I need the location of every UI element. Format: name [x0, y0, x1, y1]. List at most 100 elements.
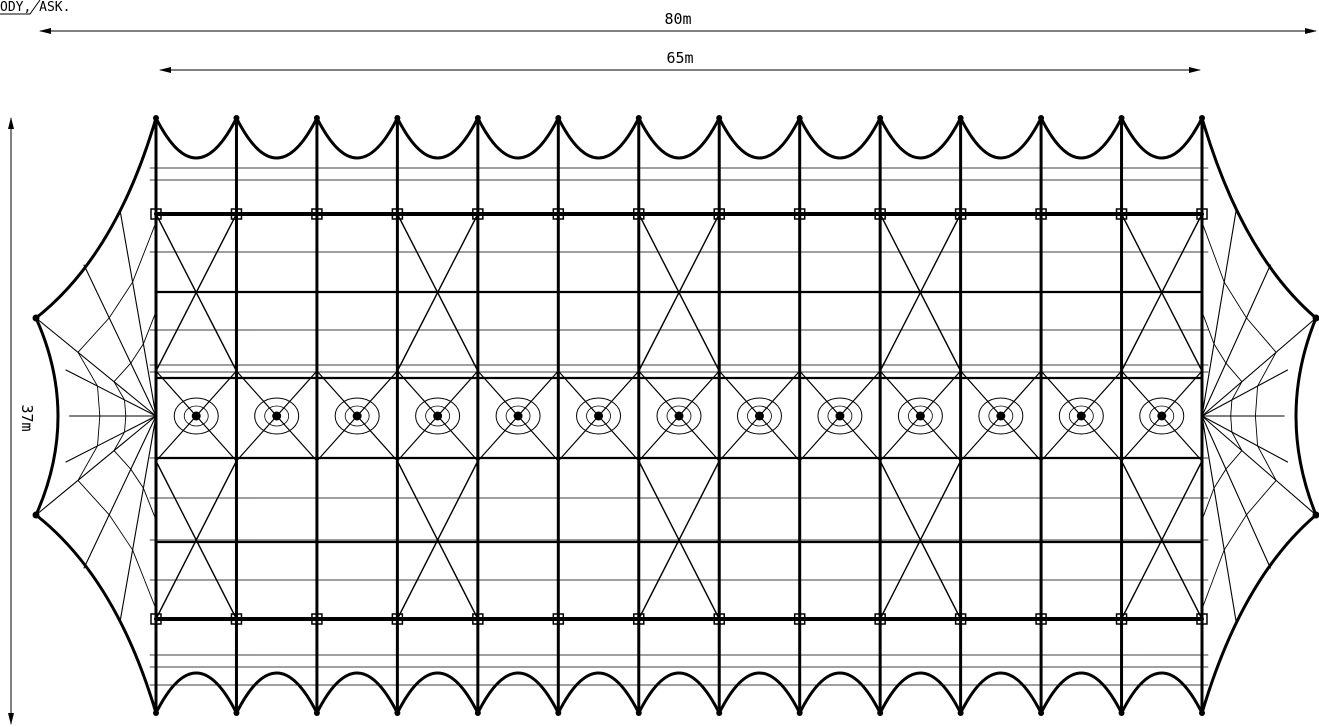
column-base-plate [793, 208, 806, 220]
membrane-scallop-top [717, 117, 802, 160]
column-base-plate [874, 208, 886, 220]
membrane-scallop-bottom [717, 671, 802, 714]
ridge-ring-inner [344, 405, 370, 427]
cross-brace [1120, 213, 1203, 372]
cross-brace [1120, 460, 1203, 620]
column-base-plate [552, 208, 565, 220]
ridge-strut [839, 415, 881, 462]
ridge-strut [919, 370, 962, 417]
column-base-plate [954, 208, 967, 220]
apse-anchor [32, 314, 40, 322]
membrane-scallop-bottom [476, 671, 560, 714]
apse-radial-cable [65, 415, 157, 463]
ridge-strut [879, 415, 921, 462]
overall-length-label: 80m [664, 10, 691, 28]
ridge-strut [1000, 415, 1042, 462]
apse-web-ring [1201, 222, 1277, 610]
ridge-strut [1080, 370, 1123, 417]
apse-edge [1200, 513, 1317, 714]
ridge-ring [173, 397, 219, 435]
ridge-strut [638, 415, 680, 462]
column-base-plate [391, 208, 404, 220]
ridge-ring [254, 397, 300, 435]
ridge-node [996, 411, 1006, 421]
ridge-strut [155, 415, 197, 462]
ridge-strut [195, 370, 238, 417]
cross-brace [155, 213, 238, 372]
column-base-plate [472, 208, 484, 220]
ridge-ring-inner [586, 405, 611, 427]
ridge-strut [758, 415, 801, 462]
ridge-ring [576, 397, 622, 435]
column-base-plate [230, 208, 243, 220]
ridge-strut [1080, 415, 1123, 462]
ridge-strut [1120, 415, 1163, 462]
ridge-strut [597, 370, 640, 417]
cross-brace [155, 460, 238, 620]
ridge-strut [1161, 370, 1203, 417]
apse-radial-cable [1201, 415, 1237, 623]
membrane-scallop-top [878, 117, 962, 160]
dimension-frame-length: 65m [159, 49, 1201, 73]
ridge-ring [1139, 397, 1185, 435]
column-base-plate [1115, 613, 1128, 625]
column-base-plate [311, 208, 323, 220]
ridge-ring [817, 397, 863, 435]
cross-brace [879, 460, 962, 620]
ridge-ring-inner [747, 405, 772, 427]
column-base-plate [1035, 613, 1047, 625]
ridge-node [594, 411, 604, 421]
ridge-ring-inner [264, 405, 290, 427]
ridge-strut [477, 370, 519, 417]
column-base-plate [874, 613, 886, 625]
ridge-strut [195, 415, 238, 462]
ridge-strut [758, 370, 801, 417]
ridge-strut [597, 415, 640, 462]
ridge-strut [960, 370, 1002, 417]
column-base-plate [552, 613, 565, 625]
dimension-overall-width: 37m [8, 117, 36, 725]
ridge-strut [235, 415, 278, 462]
ridge-ring-inner [827, 405, 853, 427]
ridge-ring-inner [1068, 405, 1094, 427]
ridge-strut [557, 415, 600, 462]
ridge-node [272, 411, 282, 421]
apse-radial-cable [83, 415, 157, 569]
apse-radial-cable [1201, 317, 1317, 417]
ridge-strut [879, 370, 921, 417]
column-base-plate [713, 208, 725, 220]
ridge-strut [919, 415, 962, 462]
ridge-node [513, 411, 523, 421]
ridge-ring-inner [907, 405, 933, 427]
apse-radial-cable [1201, 209, 1237, 417]
apse-edge [1200, 117, 1317, 320]
membrane-scallop-top [556, 117, 641, 160]
apse-web-ring [113, 311, 157, 521]
ridge-strut [1120, 370, 1163, 417]
membrane-scallop-top [798, 117, 882, 160]
apse-radial-cable [1201, 415, 1317, 516]
membrane-scallop-top [476, 117, 560, 160]
dimension-overall-length: 80m [39, 10, 1317, 34]
column-base-plate [472, 613, 484, 625]
apse-radial-cable [1201, 415, 1271, 569]
ridge-strut [557, 370, 600, 417]
membrane-scallop-bottom [556, 671, 641, 714]
membrane-scallop-bottom [1120, 671, 1204, 714]
ridge-node [754, 411, 764, 421]
ridge-strut [718, 415, 761, 462]
apse-edge [35, 513, 158, 714]
column-base-plate [391, 613, 404, 625]
ridge-node [835, 411, 845, 421]
apse-radial-cable [119, 209, 157, 417]
ridge-strut [517, 370, 559, 417]
apse-radial-cable [83, 264, 157, 417]
membrane-scallop-top [235, 117, 319, 160]
apse-radial-cable [1201, 369, 1289, 417]
apse-anchor [1312, 314, 1319, 322]
apse-radial-cable [65, 369, 157, 417]
ridge-strut [316, 370, 358, 417]
ridge-ring [897, 397, 943, 435]
membrane-scallop-bottom [1039, 671, 1123, 714]
